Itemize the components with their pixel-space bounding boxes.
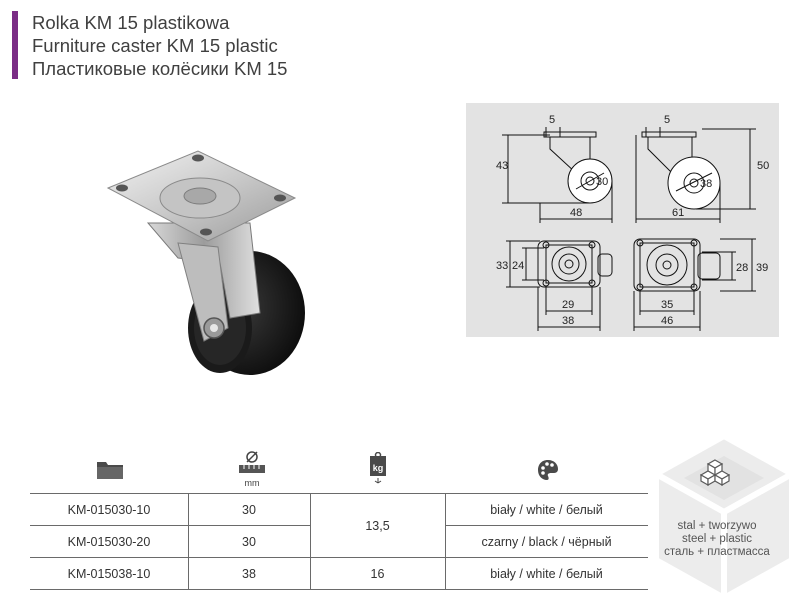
row2-diameter: 30 [242,535,256,549]
material-line-pl: stal + tworzywo [677,520,757,532]
dim-br-outer-h: 39 [756,262,768,274]
row2-code: KM-015030-20 [67,535,151,549]
dim-tr-width: 61 [672,207,684,219]
row3-code: KM-015038-10 [67,567,151,581]
row1-diameter: 30 [242,503,256,517]
folder-icon [97,462,123,479]
row3-color: biały / white / белый [490,567,603,581]
row3-load: 16 [370,567,385,581]
row3-diameter: 38 [242,567,256,581]
dim-bl-outer-h: 33 [496,260,508,272]
material-line-ru: сталь + пластмасса [664,546,770,558]
dim-tl-height: 43 [496,160,508,172]
material-cube-graphic [649,432,799,600]
accent-bar [12,11,18,79]
title-polish: Rolka KM 15 plastikowa [32,12,230,33]
dim-tr-plate: 5 [664,114,670,126]
diameter-icon [239,451,265,473]
technical-drawing: 5 43 48 30 5 50 61 38 33 24 29 38 28 39 … [466,103,779,337]
title-russian: Пластиковые колёсики KM 15 [32,58,288,79]
dim-tl-width: 48 [570,207,582,219]
row1-color: biały / white / белый [490,503,603,517]
cube-icon [700,459,730,486]
dim-tl-wheel: 30 [596,176,608,188]
dim-tl-plate: 5 [549,114,555,126]
dim-br-outer-w: 46 [661,315,673,327]
row1-code: KM-015030-10 [67,503,151,517]
row-divider-2 [30,557,648,558]
diameter-header: mm [235,450,269,488]
dim-bl-inner-w: 29 [562,299,574,311]
col-divider-3 [445,493,446,589]
dim-tr-height: 50 [757,160,769,172]
title-english: Furniture caster KM 15 plastic [32,35,278,56]
table-bottom-border [30,589,648,590]
dim-br-inner-h: 28 [736,262,748,274]
col-divider-1 [188,493,189,589]
dim-br-inner-w: 35 [661,299,673,311]
row-divider-1a [30,525,310,526]
dim-bl-inner-h: 24 [512,260,524,272]
material-text: stal + tworzywo steel + plastic сталь + … [650,520,784,559]
palette-icon [538,460,558,480]
product-titles: Rolka KM 15 plastikowa Furniture caster … [32,11,287,80]
diameter-unit: mm [244,478,260,488]
caster-photo [106,150,305,375]
weight-unit: kg [373,463,384,473]
col-divider-2 [310,493,311,589]
material-line-en: steel + plastic [682,533,752,545]
weight-icon: kg [370,452,386,484]
table-top-border [30,493,648,494]
row-divider-1b [445,525,648,526]
dim-bl-outer-w: 38 [562,315,574,327]
drawing-svg: 5 43 48 30 5 50 61 38 33 24 29 38 28 39 … [496,114,769,331]
row2-color: czarny / black / чёрный [481,535,612,549]
load-shared: 13,5 [365,519,390,533]
dim-tr-wheel: 38 [700,178,712,190]
